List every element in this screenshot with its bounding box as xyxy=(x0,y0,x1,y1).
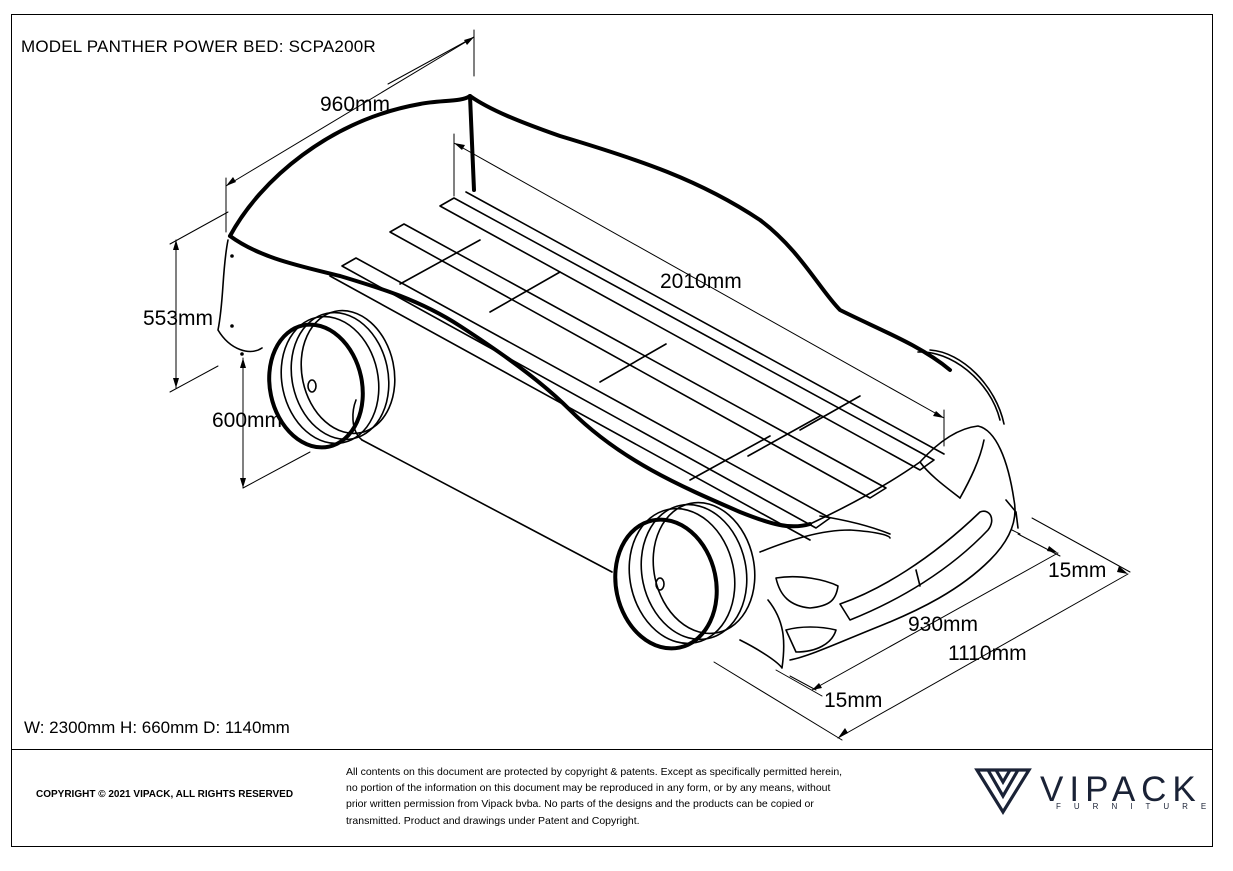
bed-details xyxy=(217,191,1019,669)
overall-dimensions: W: 2300mm H: 660mm D: 1140mm xyxy=(24,718,290,737)
bed-outline xyxy=(228,94,952,651)
vipack-logo-icon xyxy=(974,768,1032,816)
dim-rear-offset: 15mm xyxy=(824,689,882,712)
copyright-text: COPYRIGHT © 2021 VIPACK, ALL RIGHTS RESE… xyxy=(36,789,294,800)
drawing-title: MODEL PANTHER POWER BED: SCPA200R xyxy=(21,37,376,56)
drawing-sheet xyxy=(11,14,1213,847)
dim-inner-length: 2010mm xyxy=(660,270,742,293)
dim-side-height: 553mm xyxy=(143,307,213,330)
legal-line: no portion of the information on this do… xyxy=(346,782,831,795)
legal-line: prior written permission from Vipack bvb… xyxy=(346,798,814,811)
dimension-arrows xyxy=(173,37,1128,738)
dim-wheel-height: 600mm xyxy=(212,409,282,432)
dim-top-width: 960mm xyxy=(320,93,390,116)
legal-line: transmitted. Product and drawings under … xyxy=(346,814,640,827)
dimension-lines xyxy=(169,29,1131,741)
brand-subtitle: FURNITURE xyxy=(1056,802,1220,811)
vipack-logo: VIPACK FURNITURE xyxy=(974,766,1206,821)
footer-divider xyxy=(11,749,1213,750)
legal-notice: All contents on this document are protec… xyxy=(346,764,891,829)
dim-inner-width: 930mm xyxy=(908,613,978,636)
dim-outer-width: 1110mm xyxy=(948,642,1027,665)
legal-line: All contents on this document are protec… xyxy=(346,766,843,778)
brand-name: VIPACK xyxy=(1040,770,1202,809)
dim-front-offset: 15mm xyxy=(1048,559,1106,582)
